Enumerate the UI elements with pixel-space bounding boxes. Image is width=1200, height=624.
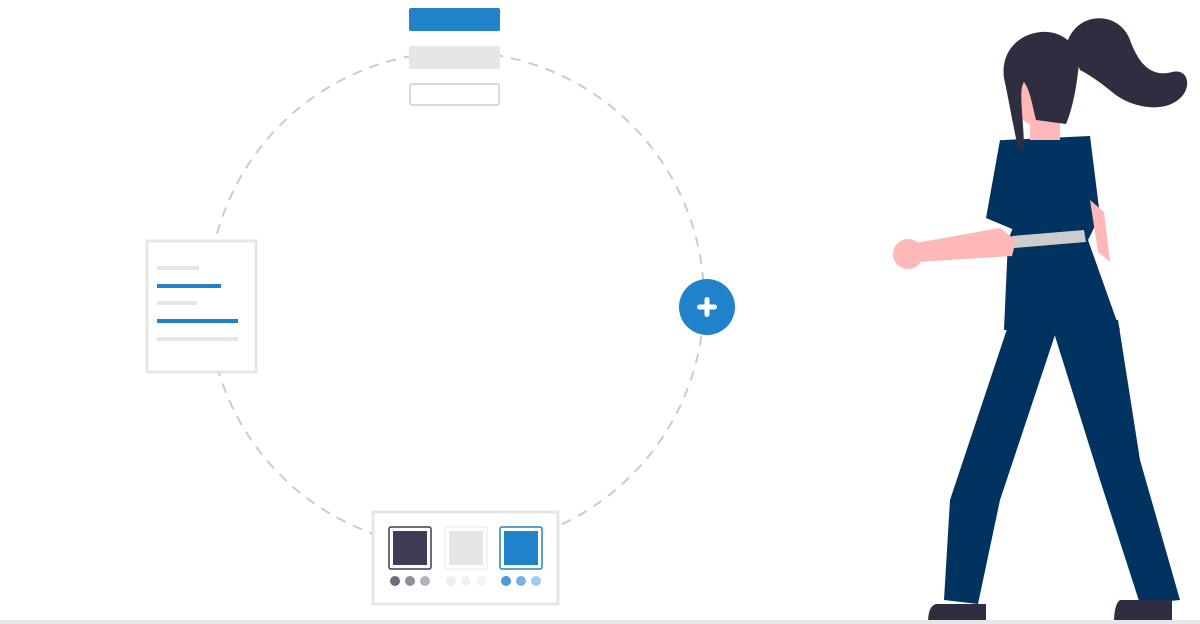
doc-line-1 <box>157 266 199 270</box>
swatch-dark[interactable] <box>393 531 427 565</box>
doc-line-2 <box>157 284 221 288</box>
button-stack <box>409 8 500 106</box>
outline-button-shape[interactable] <box>409 83 500 106</box>
left-leg <box>944 320 1060 604</box>
ground-line <box>0 620 1200 624</box>
swatch-light-shade-1[interactable] <box>446 576 456 586</box>
person-illustration <box>893 18 1188 624</box>
swatch-dark-shade-2[interactable] <box>405 576 415 586</box>
right-shoe <box>1114 600 1172 624</box>
plus-icon <box>697 297 717 317</box>
ponytail <box>1068 18 1188 108</box>
hand <box>893 239 923 269</box>
right-leg <box>1050 320 1180 604</box>
swatch-dark-shade-1[interactable] <box>390 576 400 586</box>
left-shoe <box>928 604 986 624</box>
secondary-button-shape[interactable] <box>409 46 500 69</box>
swatch-blue-shade-1[interactable] <box>501 576 511 586</box>
swatch-light-shade-3[interactable] <box>476 576 486 586</box>
swatch-light-shade-2[interactable] <box>461 576 471 586</box>
extended-arm <box>910 228 1016 262</box>
swatch-blue-shade-2[interactable] <box>516 576 526 586</box>
swatch-light[interactable] <box>449 531 483 565</box>
doc-line-3 <box>157 301 197 305</box>
swatch-blue[interactable] <box>504 531 538 565</box>
color-palette-card <box>371 510 560 606</box>
back-arm <box>1090 200 1110 262</box>
front-hair <box>1003 31 1079 150</box>
document-card <box>145 239 258 374</box>
doc-line-5 <box>157 337 238 341</box>
add-button[interactable] <box>679 279 735 335</box>
swatch-blue-shade-3[interactable] <box>531 576 541 586</box>
dashed-ring <box>207 51 705 549</box>
swatch-dark-shade-3[interactable] <box>420 576 430 586</box>
primary-button-shape[interactable] <box>409 8 500 31</box>
doc-line-4 <box>157 319 238 323</box>
sleeve <box>986 140 1032 234</box>
belt <box>1012 230 1086 248</box>
